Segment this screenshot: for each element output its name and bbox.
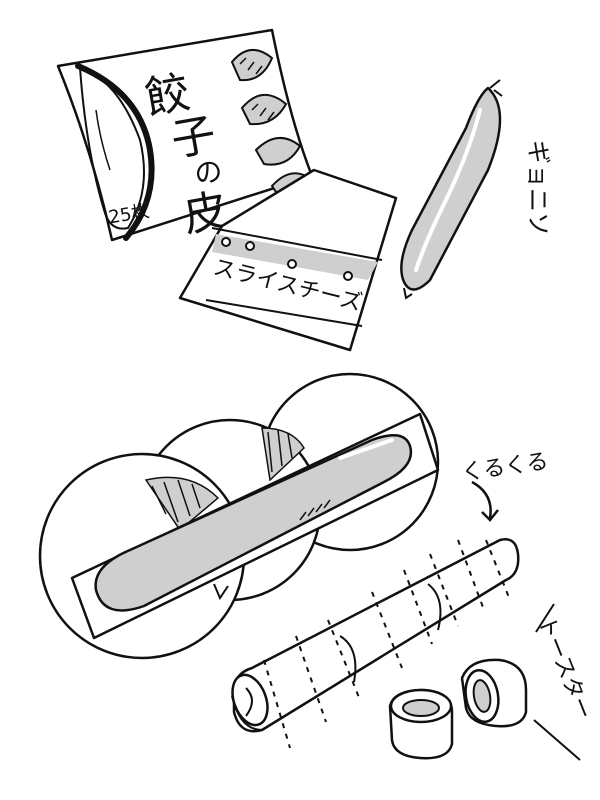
cut-piece xyxy=(388,688,454,760)
rolling-label: くるくる xyxy=(460,449,550,486)
rolling-instruction: くるくる xyxy=(460,449,550,522)
package-title-char-1: 餃 xyxy=(141,67,193,125)
sausage-on-cheese xyxy=(94,433,413,612)
toaster-label: トースター xyxy=(532,613,596,723)
package-title-char-3: の xyxy=(192,154,225,191)
fish-sausage: ギョニソ xyxy=(400,79,552,300)
gyoza-wrapper-stack xyxy=(38,372,440,660)
cut-piece xyxy=(460,658,528,728)
package-title-char-2: 子 xyxy=(167,109,219,167)
toaster-instruction: トースター xyxy=(532,603,596,761)
curved-arrow-icon xyxy=(471,480,492,519)
sliced-cheese-packet: スライスチーズ xyxy=(178,168,398,352)
rolled-log xyxy=(231,538,520,749)
sausage-label: ギョニソ xyxy=(524,140,552,236)
